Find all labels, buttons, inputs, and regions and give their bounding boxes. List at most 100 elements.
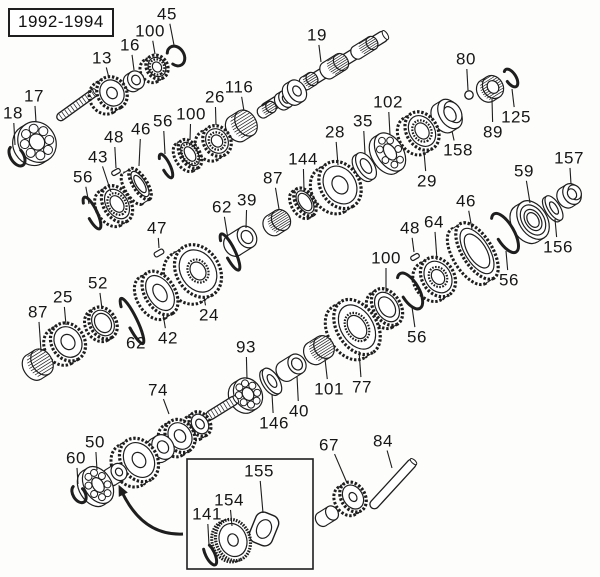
leader-snap-ring-18 <box>13 122 16 146</box>
leader-snap-ring-56-a <box>85 186 90 205</box>
callout-mainshaft-19: 19 <box>307 26 327 45</box>
callout-bearing-50: 50 <box>85 433 105 452</box>
callout-key-48-left: 48 <box>104 128 124 147</box>
leader-needle-bearing-116 <box>241 96 245 112</box>
callout-snap-ring-60: 60 <box>66 449 86 468</box>
mounting-arrow-head <box>118 484 128 497</box>
leader-sleeve-46-right <box>468 210 473 230</box>
leader-washer-156 <box>554 218 558 238</box>
leader-bearing-93 <box>245 356 248 380</box>
part-gear-64 <box>411 255 458 303</box>
callout-ring-16: 16 <box>120 36 140 55</box>
callout-washer-156: 156 <box>543 238 573 257</box>
part-locknut-157 <box>556 183 582 209</box>
callout-bearing-102: 102 <box>373 93 403 112</box>
callout-bearing-race-59: 59 <box>514 162 534 181</box>
part-gear-67 <box>332 480 368 518</box>
leader-spacer-39 <box>245 209 248 229</box>
part-snap-ring-62-lower <box>118 296 146 346</box>
leader-gear-77 <box>358 350 362 378</box>
leader-washer-35 <box>363 130 366 155</box>
part-mainshaft-19-spline-mid <box>319 52 350 80</box>
callout-key-48-right: 48 <box>400 219 420 238</box>
part-sleeve-46-right <box>445 221 500 287</box>
callout-synchro-ring-144: 144 <box>288 150 318 169</box>
leader-snap-ring-125 <box>511 88 515 108</box>
leader-needle-bearing-87-left <box>38 321 42 352</box>
part-mainshaft-19-seat <box>298 71 319 91</box>
part-bearing-17 <box>12 121 57 167</box>
callout-sleeve-46-left: 46 <box>131 120 151 139</box>
leader-ring-gear-100-b <box>189 123 192 141</box>
callout-snap-ring-45: 45 <box>157 5 177 24</box>
model-year-label: 1992-1994 <box>18 12 104 31</box>
mounting-arrow <box>120 491 184 536</box>
callout-ring-gear-100-c: 100 <box>371 249 401 268</box>
callout-gear-64: 64 <box>424 213 444 232</box>
callout-snap-ring-56-b: 56 <box>153 112 173 131</box>
part-needle-bearing-87-left <box>21 348 54 381</box>
callout-key-47: 47 <box>147 219 167 238</box>
callout-washer-146: 146 <box>259 414 289 433</box>
part-gear-42 <box>132 269 180 322</box>
part-ball-80 <box>464 90 474 100</box>
leader-key-48-left <box>114 146 117 169</box>
part-needle-bearing-101 <box>302 335 335 366</box>
callout-countershaft-74-gear-b: 74 <box>148 381 168 400</box>
leader-needle-bearing-101 <box>324 358 328 380</box>
part-gear-154 <box>210 517 253 564</box>
callout-snap-ring-56-right: 56 <box>499 271 519 290</box>
callout-locknut-158: 158 <box>443 141 473 160</box>
leader-key-47 <box>157 237 160 249</box>
callout-snap-ring-62-lower: 62 <box>126 334 146 353</box>
part-snap-ring-62-upper <box>218 232 242 272</box>
part-gear-77 <box>323 297 382 362</box>
callout-washer-35: 35 <box>353 112 373 131</box>
callout-ring-gear-100-b: 100 <box>176 105 206 124</box>
leader-gear-42 <box>162 313 166 329</box>
part-synchro-ring-144 <box>288 186 318 221</box>
part-snap-ring-60 <box>70 483 88 505</box>
callout-bearing-17: 17 <box>24 87 44 106</box>
part-plate-155 <box>248 511 280 547</box>
part-ring-16 <box>122 70 146 93</box>
leader-gear-29 <box>423 151 427 172</box>
leader-gear-28 <box>335 141 339 166</box>
callout-plate-155: 155 <box>244 462 274 481</box>
part-gear-13 <box>87 75 129 116</box>
callout-gear-42: 42 <box>158 329 178 348</box>
part-ring-gear-100-c <box>364 286 405 331</box>
leader-needle-bearing-87-mid <box>274 187 280 210</box>
leader-synchro-hub-24 <box>203 296 207 306</box>
leader-plate-155 <box>259 480 264 514</box>
part-snap-ring-141 <box>201 541 219 567</box>
leader-snap-ring-56-b <box>163 130 166 155</box>
part-snap-ring-56-a <box>81 195 103 231</box>
callout-snap-ring-56-t: 56 <box>407 328 427 347</box>
part-bearing-race-59 <box>509 200 550 245</box>
leader-locknut-158 <box>451 130 455 141</box>
part-mainshaft-19-pilot <box>256 100 277 119</box>
part-gear-29 <box>395 110 441 157</box>
callout-needle-bearing-87-mid: 87 <box>263 169 283 188</box>
callout-threaded-ring-89: 89 <box>483 123 503 142</box>
part-gear-43 <box>93 183 135 229</box>
leader-snap-ring-62-upper <box>223 216 229 240</box>
callout-collar-40: 40 <box>289 402 309 421</box>
leader-snap-ring-45 <box>169 23 175 46</box>
part-washer-146 <box>259 367 283 397</box>
part-input-shaft-13 <box>56 88 99 122</box>
leader-gear-100-input <box>152 40 156 55</box>
leader-locknut-157 <box>569 167 572 185</box>
part-washer-35 <box>351 151 378 183</box>
leader-bearing-50 <box>95 451 98 471</box>
callout-snap-ring-56-a: 56 <box>73 168 93 187</box>
part-needle-bearing-87-mid <box>262 208 292 237</box>
callout-snap-ring-18: 18 <box>3 104 23 123</box>
part-synchro-hub-24 <box>161 243 224 306</box>
callout-snap-ring-141: 141 <box>192 505 222 524</box>
callout-gear-13: 13 <box>92 49 112 68</box>
callout-synchro-ring-52: 52 <box>88 274 108 293</box>
callout-sleeve-46-right: 46 <box>456 192 476 211</box>
part-synchro-ring-52 <box>83 305 119 344</box>
